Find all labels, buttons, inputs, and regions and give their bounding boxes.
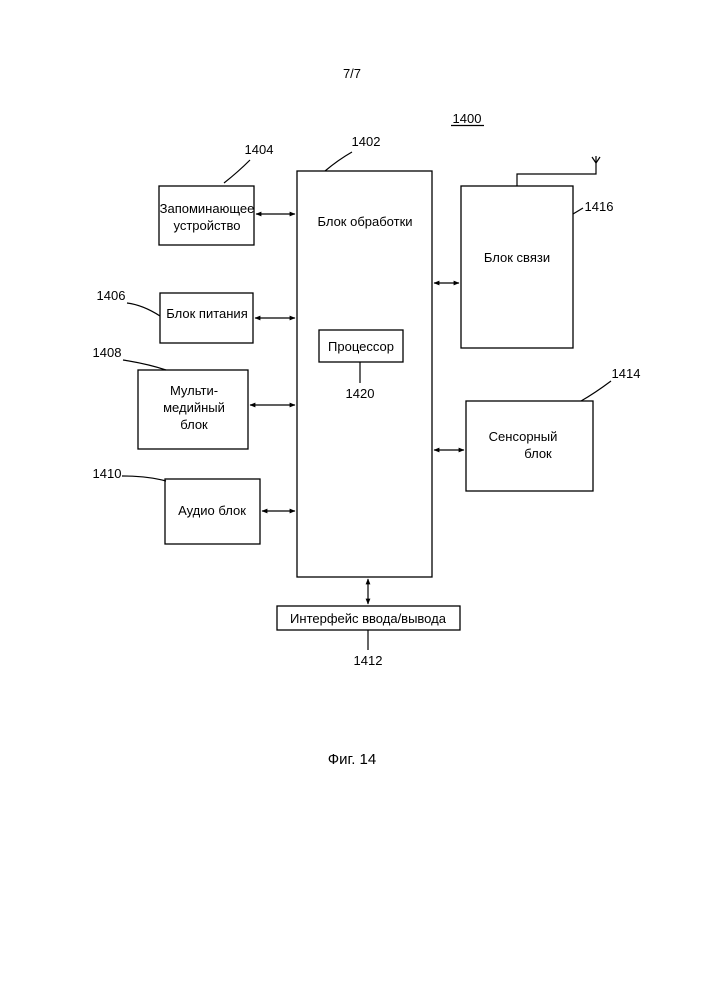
sensor-block-label-line1: Сенсорный: [489, 429, 558, 444]
processing-block-ref: 1402: [352, 134, 381, 149]
memory-block-ref-leader: [224, 160, 250, 183]
power-block-ref: 1406: [97, 288, 126, 303]
processing-block-ref-leader: [325, 152, 352, 171]
sensor-block-label-line2: блок: [524, 446, 552, 461]
sensor-block-ref-leader: [581, 381, 611, 401]
figure-reference-number: 1400: [453, 111, 482, 126]
processor-block-label: Процессор: [328, 339, 394, 354]
communication-block: Блок связи 1416: [434, 156, 613, 348]
audio-block-label: Аудио блок: [178, 503, 246, 518]
multimedia-block-label-line2: медийный: [163, 400, 225, 415]
multimedia-block: Мульти- медийный блок 1408: [93, 345, 295, 449]
audio-block-ref: 1410: [93, 466, 122, 481]
communication-block-box: [461, 186, 573, 348]
io-interface-block: Интерфейс ввода/вывода 1412: [277, 579, 460, 668]
figure-caption: Фиг. 14: [328, 751, 376, 768]
antenna-icon: [517, 156, 600, 186]
memory-block-ref: 1404: [245, 142, 274, 157]
communication-block-ref-leader: [573, 208, 583, 214]
processing-block-box: [297, 171, 432, 577]
memory-block-label-line1: Запоминающее: [160, 201, 255, 216]
multimedia-block-label-line3: блок: [180, 417, 208, 432]
memory-block-label-line2: устройство: [174, 218, 241, 233]
multimedia-block-ref-leader: [123, 360, 166, 370]
processor-block-ref: 1420: [346, 386, 375, 401]
power-block: Блок питания 1406: [97, 288, 295, 343]
io-interface-block-ref: 1412: [354, 653, 383, 668]
io-interface-block-label: Интерфейс ввода/вывода: [290, 611, 447, 626]
audio-block-ref-leader: [122, 476, 166, 481]
sensor-block: Сенсорный блок 1414: [434, 366, 640, 491]
power-block-label: Блок питания: [166, 306, 247, 321]
audio-block: Аудио блок 1410: [93, 466, 295, 544]
figure-reference: 1400: [451, 111, 484, 126]
communication-block-ref: 1416: [585, 199, 614, 214]
sensor-block-ref: 1414: [612, 366, 641, 381]
memory-block: Запоминающее устройство 1404: [159, 142, 295, 245]
processing-block-label: Блок обработки: [317, 214, 412, 229]
page-number: 7/7: [343, 66, 361, 81]
communication-block-label: Блок связи: [484, 250, 550, 265]
power-block-ref-leader: [127, 303, 160, 316]
multimedia-block-label-line1: Мульти-: [170, 383, 218, 398]
multimedia-block-ref: 1408: [93, 345, 122, 360]
